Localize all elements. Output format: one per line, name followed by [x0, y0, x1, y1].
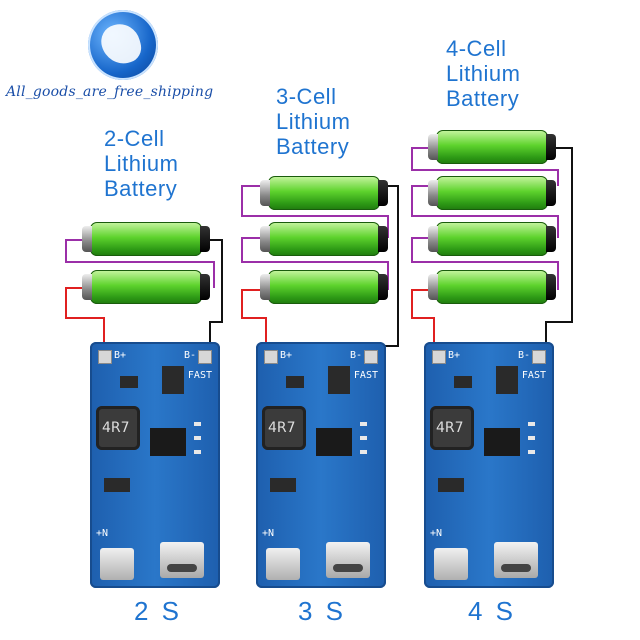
battery-cell-icon [260, 270, 388, 304]
silk-n-in: +N [96, 528, 109, 539]
charger-board-3s: B+ B- FAST 4R7 +N [256, 342, 386, 588]
title-line: 2-Cell [104, 126, 165, 151]
silk-b-minus: B- [349, 350, 362, 361]
component [162, 366, 184, 394]
usb-c-port [160, 542, 204, 578]
component [286, 376, 304, 388]
inductor-label: 4R7 [436, 420, 464, 436]
component [328, 366, 350, 394]
title-line: Battery [104, 176, 178, 201]
controller-chip [316, 428, 352, 456]
b-plus-pad [264, 350, 278, 364]
component [104, 478, 130, 492]
component [438, 478, 464, 492]
title-line: Battery [276, 134, 350, 159]
component [454, 376, 472, 388]
usb-c-port [494, 542, 538, 578]
silk-b-plus: B+ [448, 350, 461, 361]
controller-chip [150, 428, 186, 456]
resistor [528, 422, 535, 426]
globe-icon [88, 10, 158, 80]
resistor [360, 422, 367, 426]
battery-cell-icon [428, 130, 556, 164]
battery-cell-icon [428, 222, 556, 256]
battery-cell-icon [428, 176, 556, 210]
silk-fast: FAST [187, 370, 212, 381]
micro-usb-port [100, 548, 134, 580]
inductor-label: 4R7 [102, 420, 130, 436]
resistor [528, 450, 535, 454]
battery-cell-icon [82, 222, 210, 256]
component [496, 366, 518, 394]
micro-usb-port [266, 548, 300, 580]
b-plus-pad [432, 350, 446, 364]
battery-cell-icon [260, 176, 388, 210]
silk-b-minus: B- [517, 350, 530, 361]
silk-n-in: +N [262, 528, 275, 539]
resistor [194, 422, 201, 426]
silk-b-minus: B- [183, 350, 196, 361]
panel-3-title: 4-Cell Lithium Battery [446, 36, 520, 111]
resistor [528, 436, 535, 440]
silk-fast: FAST [353, 370, 378, 381]
silk-fast: FAST [521, 370, 546, 381]
title-line: 4-Cell [446, 36, 507, 61]
title-line: Lithium [446, 61, 521, 86]
resistor [360, 436, 367, 440]
inductor: 4R7 [430, 406, 474, 450]
panel-2-title: 3-Cell Lithium Battery [276, 84, 350, 159]
title-line: Battery [446, 86, 520, 111]
battery-cell-icon [428, 270, 556, 304]
b-plus-pad [98, 350, 112, 364]
inductor-label: 4R7 [268, 420, 296, 436]
title-line: Lithium [104, 151, 179, 176]
controller-chip [484, 428, 520, 456]
label-2s: 2 S [134, 596, 183, 626]
label-4s: 4 S [468, 596, 517, 626]
b-minus-pad [532, 350, 546, 364]
silk-n-in: +N [430, 528, 443, 539]
title-line: 3-Cell [276, 84, 337, 109]
inductor: 4R7 [96, 406, 140, 450]
panel-1-title: 2-Cell Lithium Battery [104, 126, 178, 201]
label-3s: 3 S [298, 596, 347, 626]
component [120, 376, 138, 388]
charger-board-2s: B+ B- FAST 4R7 +N [90, 342, 220, 588]
resistor [194, 450, 201, 454]
silk-b-plus: B+ [280, 350, 293, 361]
battery-cell-icon [260, 222, 388, 256]
brand-text: All_goods_are_free_shipping [6, 84, 214, 100]
title-line: Lithium [276, 109, 351, 134]
resistor [360, 450, 367, 454]
b-minus-pad [198, 350, 212, 364]
inductor: 4R7 [262, 406, 306, 450]
resistor [194, 436, 201, 440]
usb-c-port [326, 542, 370, 578]
charger-board-4s: B+ B- FAST 4R7 +N [424, 342, 554, 588]
b-minus-pad [364, 350, 378, 364]
battery-cell-icon [82, 270, 210, 304]
micro-usb-port [434, 548, 468, 580]
silk-b-plus: B+ [114, 350, 127, 361]
component [270, 478, 296, 492]
